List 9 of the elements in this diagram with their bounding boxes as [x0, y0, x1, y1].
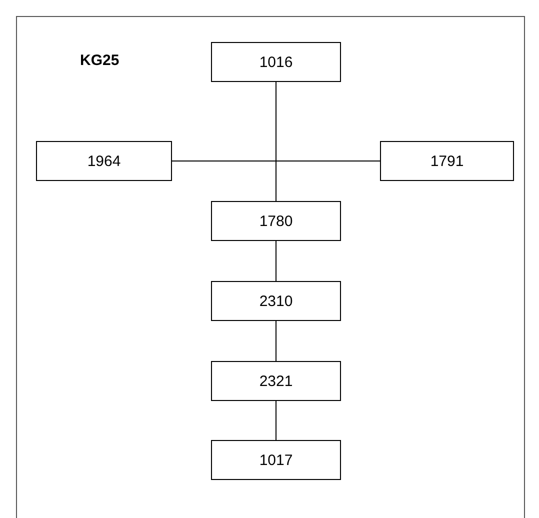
number-box: 1016: [211, 42, 341, 82]
group-label: KG25: [80, 52, 120, 69]
number-box: 2321: [211, 361, 341, 401]
connector-line: [276, 160, 380, 202]
number-box: 1780: [211, 201, 341, 241]
number-box: 1017: [211, 440, 341, 480]
number-box: 1791: [380, 141, 514, 181]
number-box: 2310: [211, 281, 341, 321]
number-box: 1964: [36, 141, 172, 181]
